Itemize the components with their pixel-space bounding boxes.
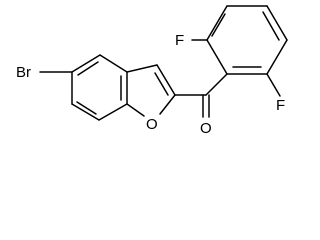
- double-bond-inner: [76, 101, 97, 115]
- bond: [71, 103, 100, 121]
- bond: [98, 103, 128, 121]
- bond: [206, 39, 228, 75]
- bond: [205, 73, 228, 96]
- double-bond-inner: [77, 61, 99, 76]
- furan-ring: [126, 64, 176, 117]
- double-bond-inner: [154, 72, 169, 96]
- bond: [159, 94, 176, 115]
- difluorophenyl-ring: [206, 5, 288, 75]
- bond: [126, 64, 158, 73]
- bond: [206, 5, 228, 41]
- atom-label-fluorine-top: F: [175, 32, 184, 49]
- bond: [266, 39, 288, 75]
- double-bond-inner: [211, 13, 226, 37]
- atom-label-bromine: Br: [16, 64, 31, 81]
- bond: [99, 54, 128, 73]
- double-bond-inner: [262, 11, 280, 41]
- molecule-structure-diagram: Br O O F F: [16, 5, 288, 137]
- bond-c-f: [266, 73, 281, 97]
- bond: [156, 64, 176, 96]
- bond: [71, 54, 101, 73]
- bond: [126, 103, 145, 117]
- bond: [266, 5, 288, 41]
- carbonyl-group: [174, 73, 228, 118]
- atom-label-oxygen-carbonyl: O: [200, 120, 212, 137]
- atom-label-oxygen-ring: O: [146, 116, 158, 133]
- atom-label-fluorine-bottom: F: [276, 97, 285, 114]
- benzene-ring-benzofuran: [71, 54, 128, 121]
